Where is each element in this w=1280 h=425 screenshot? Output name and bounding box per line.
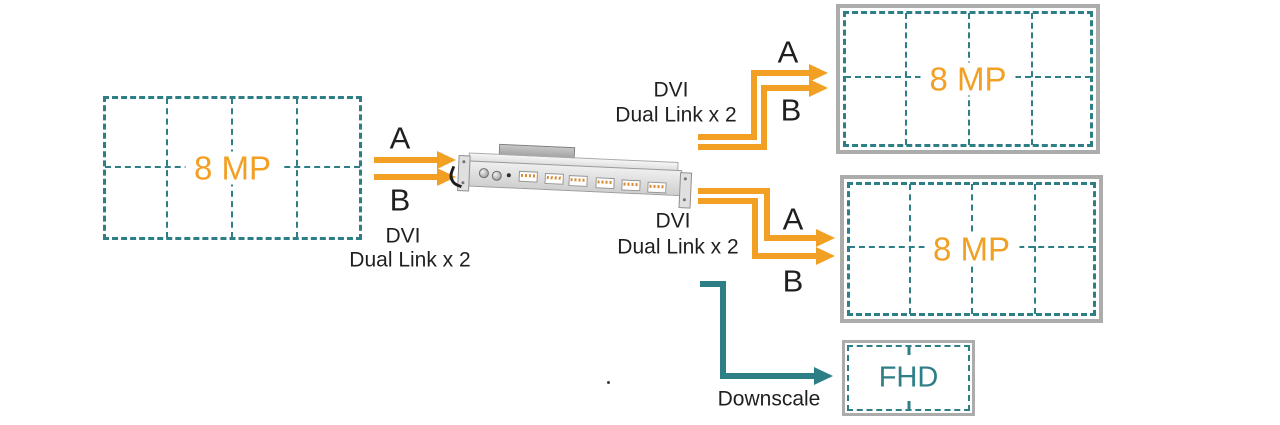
output-top-arrow-a: [751, 70, 757, 140]
input-arrow-a: [374, 157, 438, 163]
input-arrow-a-head-icon: [437, 151, 456, 169]
output-mid-a-label: A: [782, 201, 804, 237]
output-top-arrow-b: [761, 85, 810, 91]
output-top-b-label: B: [780, 92, 802, 128]
display-mid-divider: [1034, 184, 1036, 314]
output-mid-arrow-a: [764, 235, 816, 241]
display-mid-8mp: 8 MP: [840, 175, 1103, 323]
downscale-arrow: [720, 373, 815, 379]
output-top-arrow-b: [698, 144, 767, 150]
output-mid-caption-line2: Dual Link x 2: [617, 235, 739, 259]
output-mid-caption-line1: DVI: [655, 209, 691, 233]
input-a-label: A: [389, 120, 411, 156]
output-mid-b-label: B: [782, 263, 804, 299]
display-fhd-center-tick: [907, 347, 910, 355]
output-top-arrow-a-head-icon: [809, 64, 828, 82]
display-top-divider: [905, 13, 907, 145]
output-top-caption-line1: DVI: [653, 78, 689, 102]
downscale-arrow: [720, 281, 726, 379]
display-fhd-label: FHD: [878, 361, 939, 394]
device-dvi-port-icon: [568, 175, 588, 187]
output-mid-arrow-a: [698, 188, 770, 194]
output-mid-arrow-a-head-icon: [816, 229, 835, 247]
display-mid-divider: [909, 184, 911, 314]
device-knob-icon: [478, 167, 490, 179]
source-wall-divider: [166, 98, 168, 238]
source-wall-grid: 8 MP: [103, 96, 362, 240]
input-caption-line2: Dual Link x 2: [349, 248, 471, 272]
downscale-arrow: [700, 281, 726, 287]
downscale-caption: Downscale: [717, 387, 821, 411]
device-dvi-port-icon: [595, 177, 615, 190]
display-top-divider: [1031, 13, 1033, 145]
input-caption-line1: DVI: [385, 224, 421, 248]
downscale-arrow-head-icon: [814, 367, 833, 385]
display-top-8mp: 8 MP: [836, 4, 1100, 154]
device-dvi-port-icon: [544, 172, 564, 185]
output-top-a-label: A: [777, 34, 799, 70]
stray-dot: [607, 381, 610, 384]
input-b-label: B: [389, 182, 411, 218]
device-rack-ear-right: [678, 172, 693, 209]
source-wall-label: 8 MP: [184, 151, 281, 185]
display-mid-screen: 8 MP: [847, 182, 1096, 316]
display-fhd-screen: FHD: [847, 345, 970, 411]
output-mid-arrow-b: [752, 253, 816, 259]
output-top-arrow-a: [698, 134, 757, 140]
output-mid-arrow-b-head-icon: [816, 247, 835, 265]
display-mid-frame: [847, 182, 1096, 316]
output-top-arrow-b-head-icon: [809, 79, 828, 97]
output-mid-arrow-b: [752, 198, 758, 259]
output-mid-arrow-a: [764, 188, 770, 241]
output-mid-arrow-b: [698, 198, 758, 204]
device-dvi-port-icon: [647, 181, 667, 194]
display-top-screen: 8 MP: [843, 11, 1093, 147]
source-wall-frame: [103, 96, 362, 240]
display-top-label: 8 MP: [920, 62, 1016, 96]
device-knob-icon: [491, 170, 503, 181]
source-wall-divider: [296, 98, 298, 238]
input-arrow-b: [374, 174, 438, 180]
output-top-caption-line2: Dual Link x 2: [615, 103, 737, 127]
device-dvi-port-icon: [621, 179, 641, 192]
display-top-frame: [843, 11, 1093, 147]
video-wall-controller-device: [446, 142, 693, 209]
output-top-arrow-a: [751, 70, 810, 76]
display-mid-label: 8 MP: [923, 232, 1020, 266]
device-dvi-port-icon: [518, 170, 539, 183]
output-top-arrow-b: [761, 85, 767, 150]
display-fhd-center-tick: [907, 401, 910, 409]
input-arrow-b-head-icon: [437, 168, 456, 186]
display-fhd: FHD: [842, 340, 975, 416]
display-fhd-frame: [847, 345, 970, 411]
device-button-icon: [506, 173, 511, 178]
